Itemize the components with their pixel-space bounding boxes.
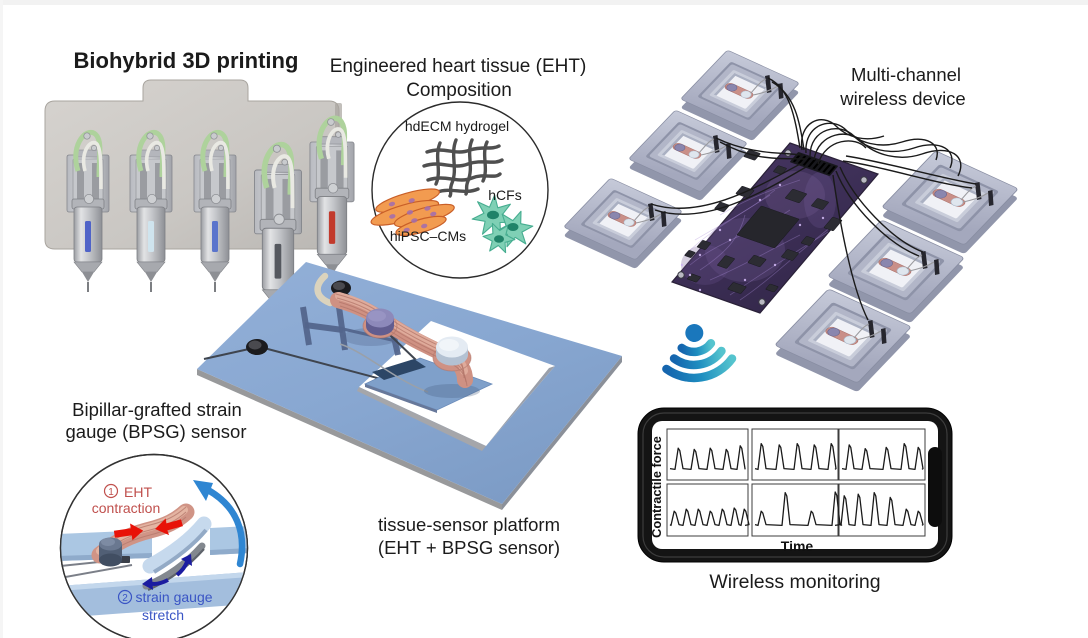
- svg-text:Composition: Composition: [406, 80, 512, 101]
- svg-text:gauge (BPSG) sensor: gauge (BPSG) sensor: [66, 421, 247, 442]
- svg-text:Biohybrid 3D printing: Biohybrid 3D printing: [74, 48, 299, 73]
- svg-text:Wireless monitoring: Wireless monitoring: [709, 571, 880, 593]
- svg-text:contraction: contraction: [92, 500, 160, 516]
- svg-text:2: 2: [122, 593, 128, 604]
- svg-text:hiPSC–CMs: hiPSC–CMs: [390, 228, 466, 244]
- svg-text:strain gauge: strain gauge: [135, 589, 212, 605]
- svg-text:wireless device: wireless device: [839, 88, 965, 109]
- svg-text:Multi-channel: Multi-channel: [851, 64, 961, 85]
- svg-text:Time: Time: [781, 538, 814, 554]
- svg-text:(EHT + BPSG sensor): (EHT + BPSG sensor): [378, 537, 560, 558]
- svg-text:EHT: EHT: [124, 484, 152, 500]
- svg-text:hCFs: hCFs: [488, 187, 521, 203]
- svg-text:hdECM hydrogel: hdECM hydrogel: [405, 118, 509, 134]
- svg-text:tissue-sensor platform: tissue-sensor platform: [378, 514, 560, 535]
- svg-text:Bipillar-grafted strain: Bipillar-grafted strain: [72, 399, 242, 420]
- svg-text:Engineered heart tissue (EHT): Engineered heart tissue (EHT): [330, 56, 587, 77]
- svg-text:stretch: stretch: [142, 607, 184, 623]
- svg-text:Contractile force: Contractile force: [649, 436, 664, 538]
- svg-text:1: 1: [108, 487, 114, 498]
